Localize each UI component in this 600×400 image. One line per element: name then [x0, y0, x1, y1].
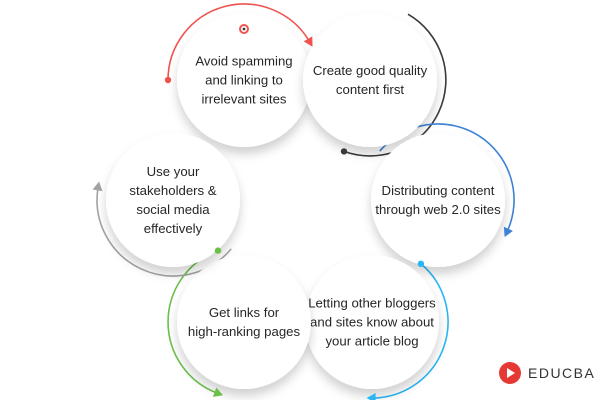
- get-links-label-line: Get links for: [209, 305, 280, 320]
- avoid-spamming-label: Avoid spamming and linking to irrelevant s…: [195, 54, 292, 107]
- avoid-spamming-label-line: irrelevant sites: [201, 92, 286, 107]
- get-links-label: Get links for high-ranking pages: [188, 305, 301, 339]
- get-links-circle: [177, 255, 311, 389]
- letting-bloggers-dot-icon: [417, 260, 425, 267]
- avoid-spamming-arc: [167, 3, 311, 81]
- distributing-content-label: Distributing content through web 2.0 site…: [375, 183, 501, 217]
- letting-bloggers-label-line: your article blog: [325, 334, 418, 349]
- create-content-label: Create good quality content first: [313, 63, 428, 97]
- brand-logo: EDUCBA: [498, 361, 595, 385]
- get-links-arc: [167, 249, 219, 395]
- create-content-dot-icon: [340, 148, 348, 155]
- start-marker-center-icon: [242, 27, 246, 31]
- letting-bloggers-circle: [305, 255, 439, 389]
- letting-bloggers-arrow-icon: [366, 393, 376, 400]
- letting-bloggers-label-line: and sites know about: [310, 315, 434, 330]
- get-links-arrow-icon: [212, 387, 224, 397]
- brand-name: EDUCBA: [528, 365, 596, 381]
- letting-bloggers-label: Letting other bloggers and sites know abo…: [308, 296, 436, 349]
- use-stakeholders-label: Use your stakeholders & social media effect…: [129, 164, 216, 236]
- use-stakeholders-label-line: social media: [136, 202, 210, 217]
- distributing-content-label-line: Distributing content: [382, 183, 495, 198]
- use-stakeholders-label-line: stakeholders &: [129, 183, 216, 198]
- get-links-label-line: high-ranking pages: [188, 324, 301, 339]
- use-stakeholders-circle: [106, 133, 240, 267]
- letting-bloggers-label-line: Letting other bloggers: [308, 296, 436, 311]
- avoid-spamming-dot-icon: [164, 76, 172, 84]
- use-stakeholders-label-line: effectively: [144, 221, 203, 236]
- distributing-content-arrow-icon: [503, 226, 513, 237]
- create-content-label-line: Create good quality: [313, 63, 428, 78]
- avoid-spamming-label-line: and linking to: [205, 73, 283, 88]
- create-content-circle: [303, 13, 437, 147]
- avoid-spamming-label-line: Avoid spamming: [195, 54, 292, 69]
- letting-bloggers-arc: [371, 263, 449, 399]
- avoid-spamming-arrow-icon: [303, 36, 313, 47]
- get-links-dot-icon: [214, 247, 222, 254]
- create-content-arc: [343, 13, 447, 157]
- distributing-content-label-line: through web 2.0 sites: [375, 202, 501, 217]
- create-content-label-line: content first: [336, 82, 405, 97]
- distributing-content-circle: [371, 133, 505, 267]
- avoid-spamming-circle: [177, 13, 311, 147]
- educba-logo-icon: [499, 362, 521, 384]
- use-stakeholders-arrow-icon: [92, 181, 103, 192]
- use-stakeholders-label-line: Use your: [147, 164, 200, 179]
